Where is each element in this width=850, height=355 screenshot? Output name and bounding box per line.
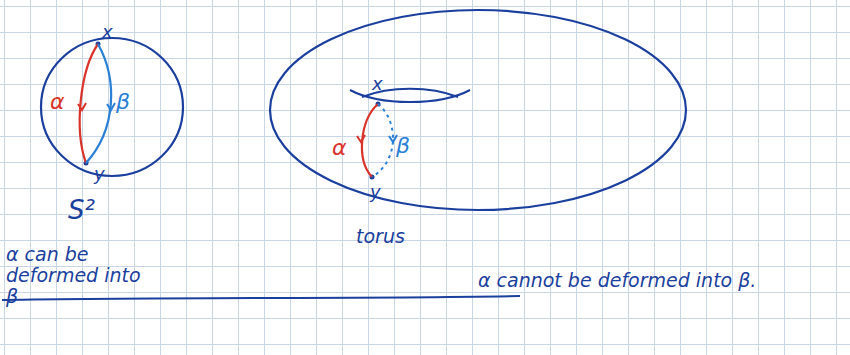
torus-region: x α β y <box>300 70 420 220</box>
note: α can be deformed into β <box>6 244 156 307</box>
path-alpha <box>362 104 378 177</box>
path-label: β <box>396 134 410 158</box>
point-label: y <box>370 182 381 202</box>
torus-hole <box>350 90 470 102</box>
space-name: S² <box>68 196 95 225</box>
arrow-mark <box>107 103 115 110</box>
path-label: β <box>116 90 130 114</box>
sphere-outline <box>41 38 183 176</box>
point-label: x <box>102 22 113 42</box>
underline <box>2 296 520 300</box>
path-label: α <box>50 90 65 114</box>
space-name: torus <box>356 226 405 247</box>
arrow-mark <box>78 103 86 110</box>
path-alpha <box>80 44 98 163</box>
arrow-mark <box>357 135 365 142</box>
sphere-region: x α β y <box>38 24 188 184</box>
torus-outline <box>270 10 686 210</box>
path-label: α <box>332 136 347 160</box>
arrow-mark <box>389 135 397 142</box>
point-label: y <box>94 164 105 184</box>
path-beta <box>86 44 111 163</box>
note: α cannot be deformed into β. <box>478 270 756 291</box>
point-label: x <box>372 74 383 94</box>
path-beta <box>372 104 393 177</box>
